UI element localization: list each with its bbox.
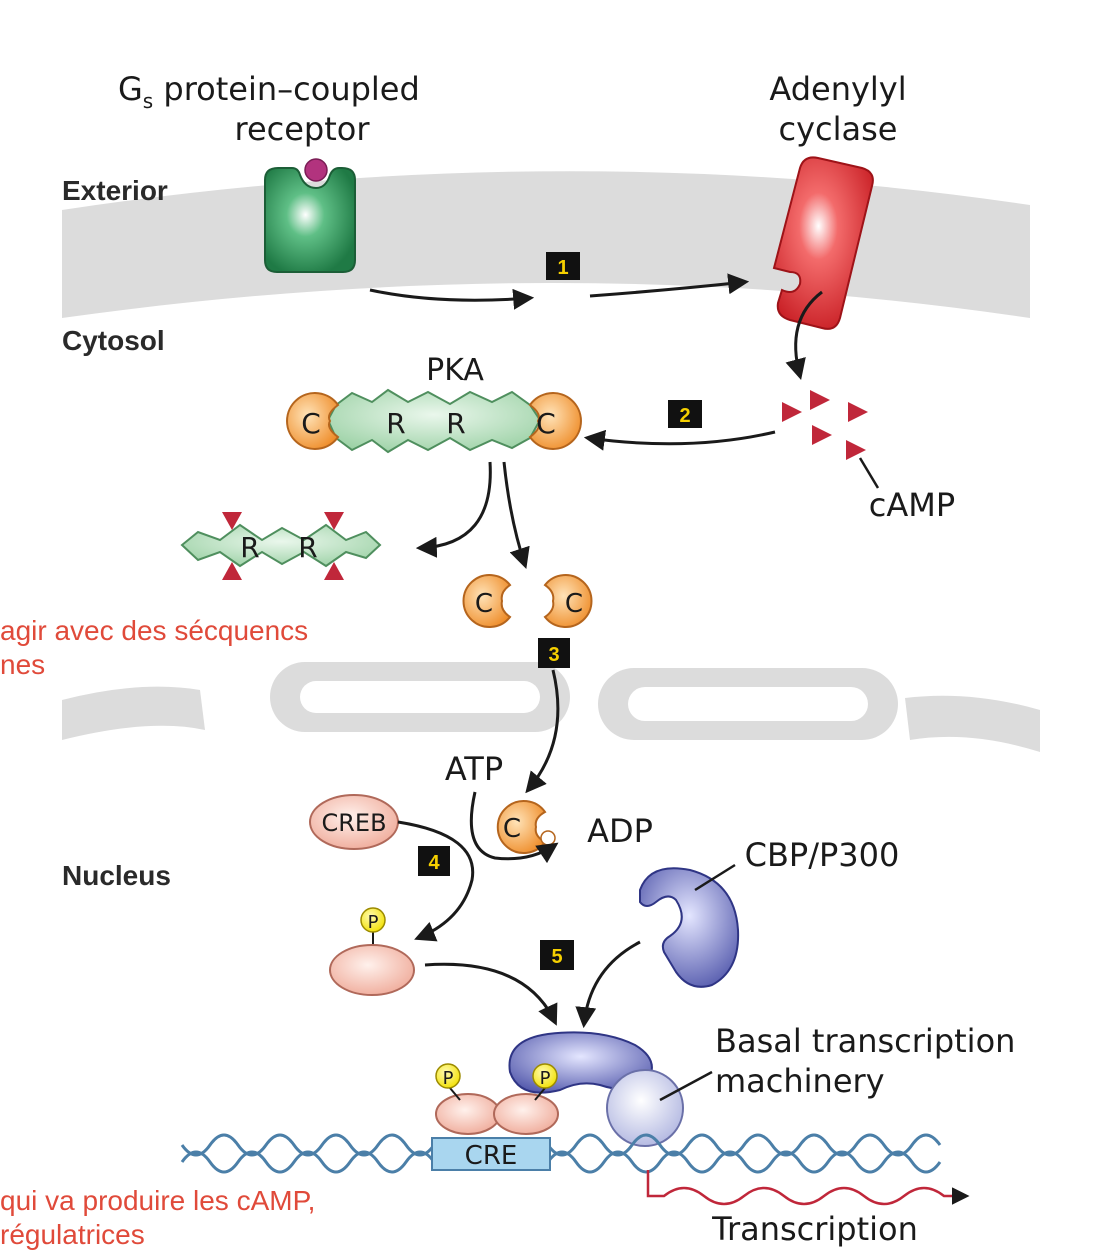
pka-r-left: R <box>386 407 405 440</box>
pka-label: PKA <box>426 353 484 388</box>
receptor-label-line2: receptor <box>234 110 370 148</box>
basal-label-line2: machinery <box>715 1062 885 1100</box>
svg-text:Gs protein–coupled: Gs protein–coupled <box>118 70 420 113</box>
step1-arrow-a <box>369 288 535 310</box>
to-regulatory-arrow <box>415 461 492 558</box>
note1-line2: nes <box>0 649 46 680</box>
cyclase-to-camp-arrow <box>785 290 823 381</box>
atp-label: ATP <box>445 750 503 788</box>
free-r-left: R <box>240 531 259 564</box>
transcription-label: Transcription <box>711 1210 918 1248</box>
basal-machinery-shape <box>606 1069 684 1147</box>
note2-line2: régulatrices <box>0 1219 145 1250</box>
step-2-badge: 2 <box>668 400 702 428</box>
cbp-p300 <box>639 867 740 988</box>
free-c-right: C <box>565 589 583 619</box>
cbp-label: CBP/P300 <box>745 836 900 874</box>
note-overlay-2: qui va produire les cAMP, régulatrices <box>0 1184 315 1252</box>
nuclear-c-label: C <box>503 814 521 844</box>
adp-label: ADP <box>587 812 653 850</box>
adenylyl-cyclase <box>772 156 874 330</box>
step-4-badge: 4 <box>418 846 450 876</box>
to-catalytic-arrow <box>502 461 530 569</box>
svg-text:5: 5 <box>551 946 562 968</box>
cre-label: CRE <box>465 1141 518 1171</box>
svg-text:4: 4 <box>428 852 440 874</box>
camp-pointer-line <box>858 457 880 489</box>
svg-text:1: 1 <box>557 257 568 279</box>
step4-arrow <box>397 820 475 942</box>
nuclear-catalytic-subunit: C <box>496 800 556 854</box>
step5-arrow-left <box>424 962 558 1026</box>
regulatory-dimer-with-camp: R R <box>180 512 382 580</box>
free-catalytic-subunits: C C <box>462 574 593 628</box>
svg-text:2: 2 <box>679 405 690 427</box>
creb-label: CREB <box>321 809 386 837</box>
creb-protein: CREB <box>309 794 399 850</box>
step1-arrow-b <box>589 273 750 298</box>
gs-protein-coupled-receptor <box>264 158 356 273</box>
receptor-label-subscript: s <box>143 89 153 113</box>
free-c-left: C <box>475 589 493 619</box>
svg-text:3: 3 <box>548 644 559 666</box>
basal-label-line1: Basal transcription <box>715 1022 1015 1060</box>
complex-p-right: P <box>540 1068 551 1089</box>
free-r-right: R <box>298 531 317 564</box>
complex-p-left: P <box>443 1068 454 1089</box>
step-3-badge: 3 <box>538 638 570 668</box>
pka-r-right: R <box>446 407 465 440</box>
cytosol-label: Cytosol <box>62 325 165 356</box>
nucleus-label: Nucleus <box>62 860 171 891</box>
step3-arrow <box>525 669 560 794</box>
pka-catalytic-subunit-right <box>528 392 582 450</box>
receptor-label-rest: protein–coupled <box>153 70 420 108</box>
exterior-label: Exterior <box>62 175 168 206</box>
receptor-label-g: G <box>118 70 143 108</box>
nuclear-envelope <box>62 662 1040 752</box>
pka-c-right: C <box>536 407 556 440</box>
pka-holoenzyme: C R R C <box>286 388 582 454</box>
note1-line1: agir avec des sécquencs <box>0 615 309 646</box>
dna-helix <box>180 1133 942 1174</box>
phosphorylated-creb: P <box>329 907 415 996</box>
note2-line1: qui va produire les cAMP, <box>0 1185 316 1216</box>
cre-element: CRE <box>431 1137 551 1171</box>
step5-arrow-right <box>575 940 641 1029</box>
step2-arrow <box>583 429 776 451</box>
cyclase-label-line2: cyclase <box>779 110 898 148</box>
plasma-membrane <box>62 171 1030 318</box>
pka-c-left: C <box>301 407 321 440</box>
pka-regulatory-subunit <box>326 388 542 454</box>
ligand <box>304 158 328 182</box>
transcription-complex: P P <box>435 1031 684 1147</box>
note-overlay-1: agir avec des sécquencs nes <box>0 614 308 682</box>
pka-catalytic-subunit-left <box>286 392 340 450</box>
basal-pointer-line <box>659 1070 713 1102</box>
atp-to-adp-arrow <box>469 791 559 864</box>
step-5-badge: 5 <box>540 940 574 970</box>
step-1-badge: 1 <box>546 252 580 280</box>
pcreb-p-label: P <box>368 912 379 933</box>
transcription-arrow <box>646 1170 970 1206</box>
cyclase-label-line1: Adenylyl <box>769 70 906 108</box>
camp-molecules <box>782 390 868 460</box>
cbp-pointer-line <box>694 863 736 892</box>
camp-label: cAMP <box>869 486 955 524</box>
